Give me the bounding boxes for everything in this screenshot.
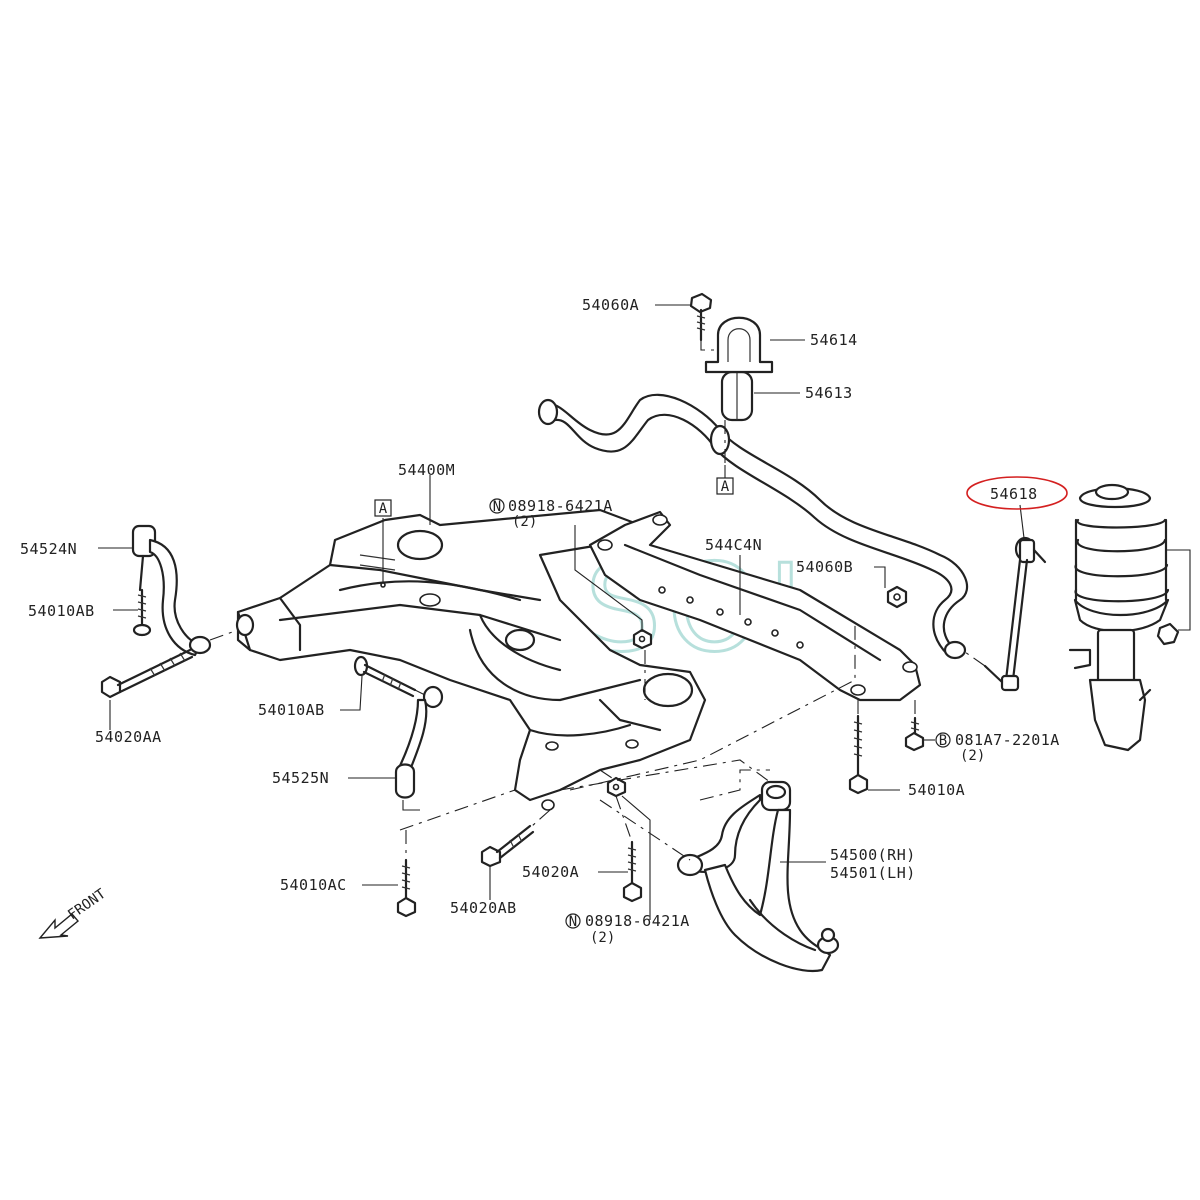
strut-assembly (1068, 483, 1180, 752)
bolt-54010AC (396, 858, 417, 918)
label-54525N: 54525N (272, 769, 329, 787)
label-544C4N: 544C4N (705, 536, 762, 554)
stabilizer-bushing (720, 370, 754, 422)
nut-08918-top (632, 628, 653, 650)
label-08918-top-qty: (2) (512, 514, 537, 530)
bolt-54010AB-mid (353, 655, 417, 698)
label-54010AC: 54010AC (280, 876, 347, 894)
label-54618: 54618 (990, 485, 1038, 503)
label-081A7-qty: (2) (960, 748, 985, 764)
label-54500: 54500(RH) (830, 846, 916, 864)
front-label: FRONT (65, 886, 109, 924)
middle-link (394, 685, 444, 799)
left-upper-link (131, 524, 212, 657)
stabilizer-bar (537, 393, 969, 660)
label-08918-bottom: 08918-6421A (585, 912, 690, 930)
circle-B (935, 732, 951, 748)
label-54400M: 54400M (398, 461, 455, 479)
ref-marker-A-left: A (374, 499, 392, 517)
svg-text:N: N (493, 499, 501, 515)
label-54501: 54501(LH) (830, 864, 916, 882)
label-54060B: 54060B (796, 558, 853, 576)
label-081A7: 081A7-2201A (955, 731, 1060, 749)
label-54020AA: 54020AA (95, 728, 162, 746)
nut-08918-bottom (606, 776, 627, 798)
lower-control-arm (676, 780, 840, 972)
bolt-54060A-top (689, 292, 713, 342)
bolt-54020AB (480, 824, 535, 868)
svg-text:A: A (721, 479, 730, 495)
bolt-54020AA (100, 648, 194, 699)
circle-N-bottom (565, 913, 581, 929)
label-08918-bottom-qty: (2) (590, 930, 615, 946)
circle-N-top (489, 498, 505, 514)
bushing-clamp (704, 316, 774, 374)
svg-text:B: B (939, 733, 947, 749)
label-54060A-top: 54060A (582, 296, 639, 314)
bolt-54010A (848, 714, 869, 795)
front-subframe (235, 508, 707, 811)
bolt-54010AB-left (132, 588, 152, 637)
label-08918-top: 08918-6421A (508, 497, 613, 515)
part-labels: 54060A 54614 54613 54618 54400M N 08918-… (20, 296, 1060, 946)
front-arrow-icon (38, 913, 79, 939)
label-54614: 54614 (810, 331, 858, 349)
label-54010A: 54010A (908, 781, 965, 799)
svg-text:A: A (379, 501, 388, 517)
label-54020AB: 54020AB (450, 899, 517, 917)
ref-marker-A-right: A (716, 477, 734, 495)
nut-54060B (886, 585, 908, 609)
bolt-54020A (622, 840, 643, 903)
label-54524N: 54524N (20, 540, 77, 558)
leader-lines (98, 304, 1025, 920)
svg-text:N: N (569, 914, 577, 930)
crossmember (588, 510, 922, 702)
front-arrow: FRONT (38, 886, 109, 939)
bolt-081A7 (904, 716, 925, 752)
label-54010AB-mid: 54010AB (258, 701, 325, 719)
stabilizer-link (983, 536, 1047, 692)
label-54010AB-left: 54010AB (28, 602, 95, 620)
label-54613: 54613 (805, 384, 853, 402)
highlight-54618 (966, 476, 1068, 510)
label-54020A: 54020A (522, 863, 579, 881)
